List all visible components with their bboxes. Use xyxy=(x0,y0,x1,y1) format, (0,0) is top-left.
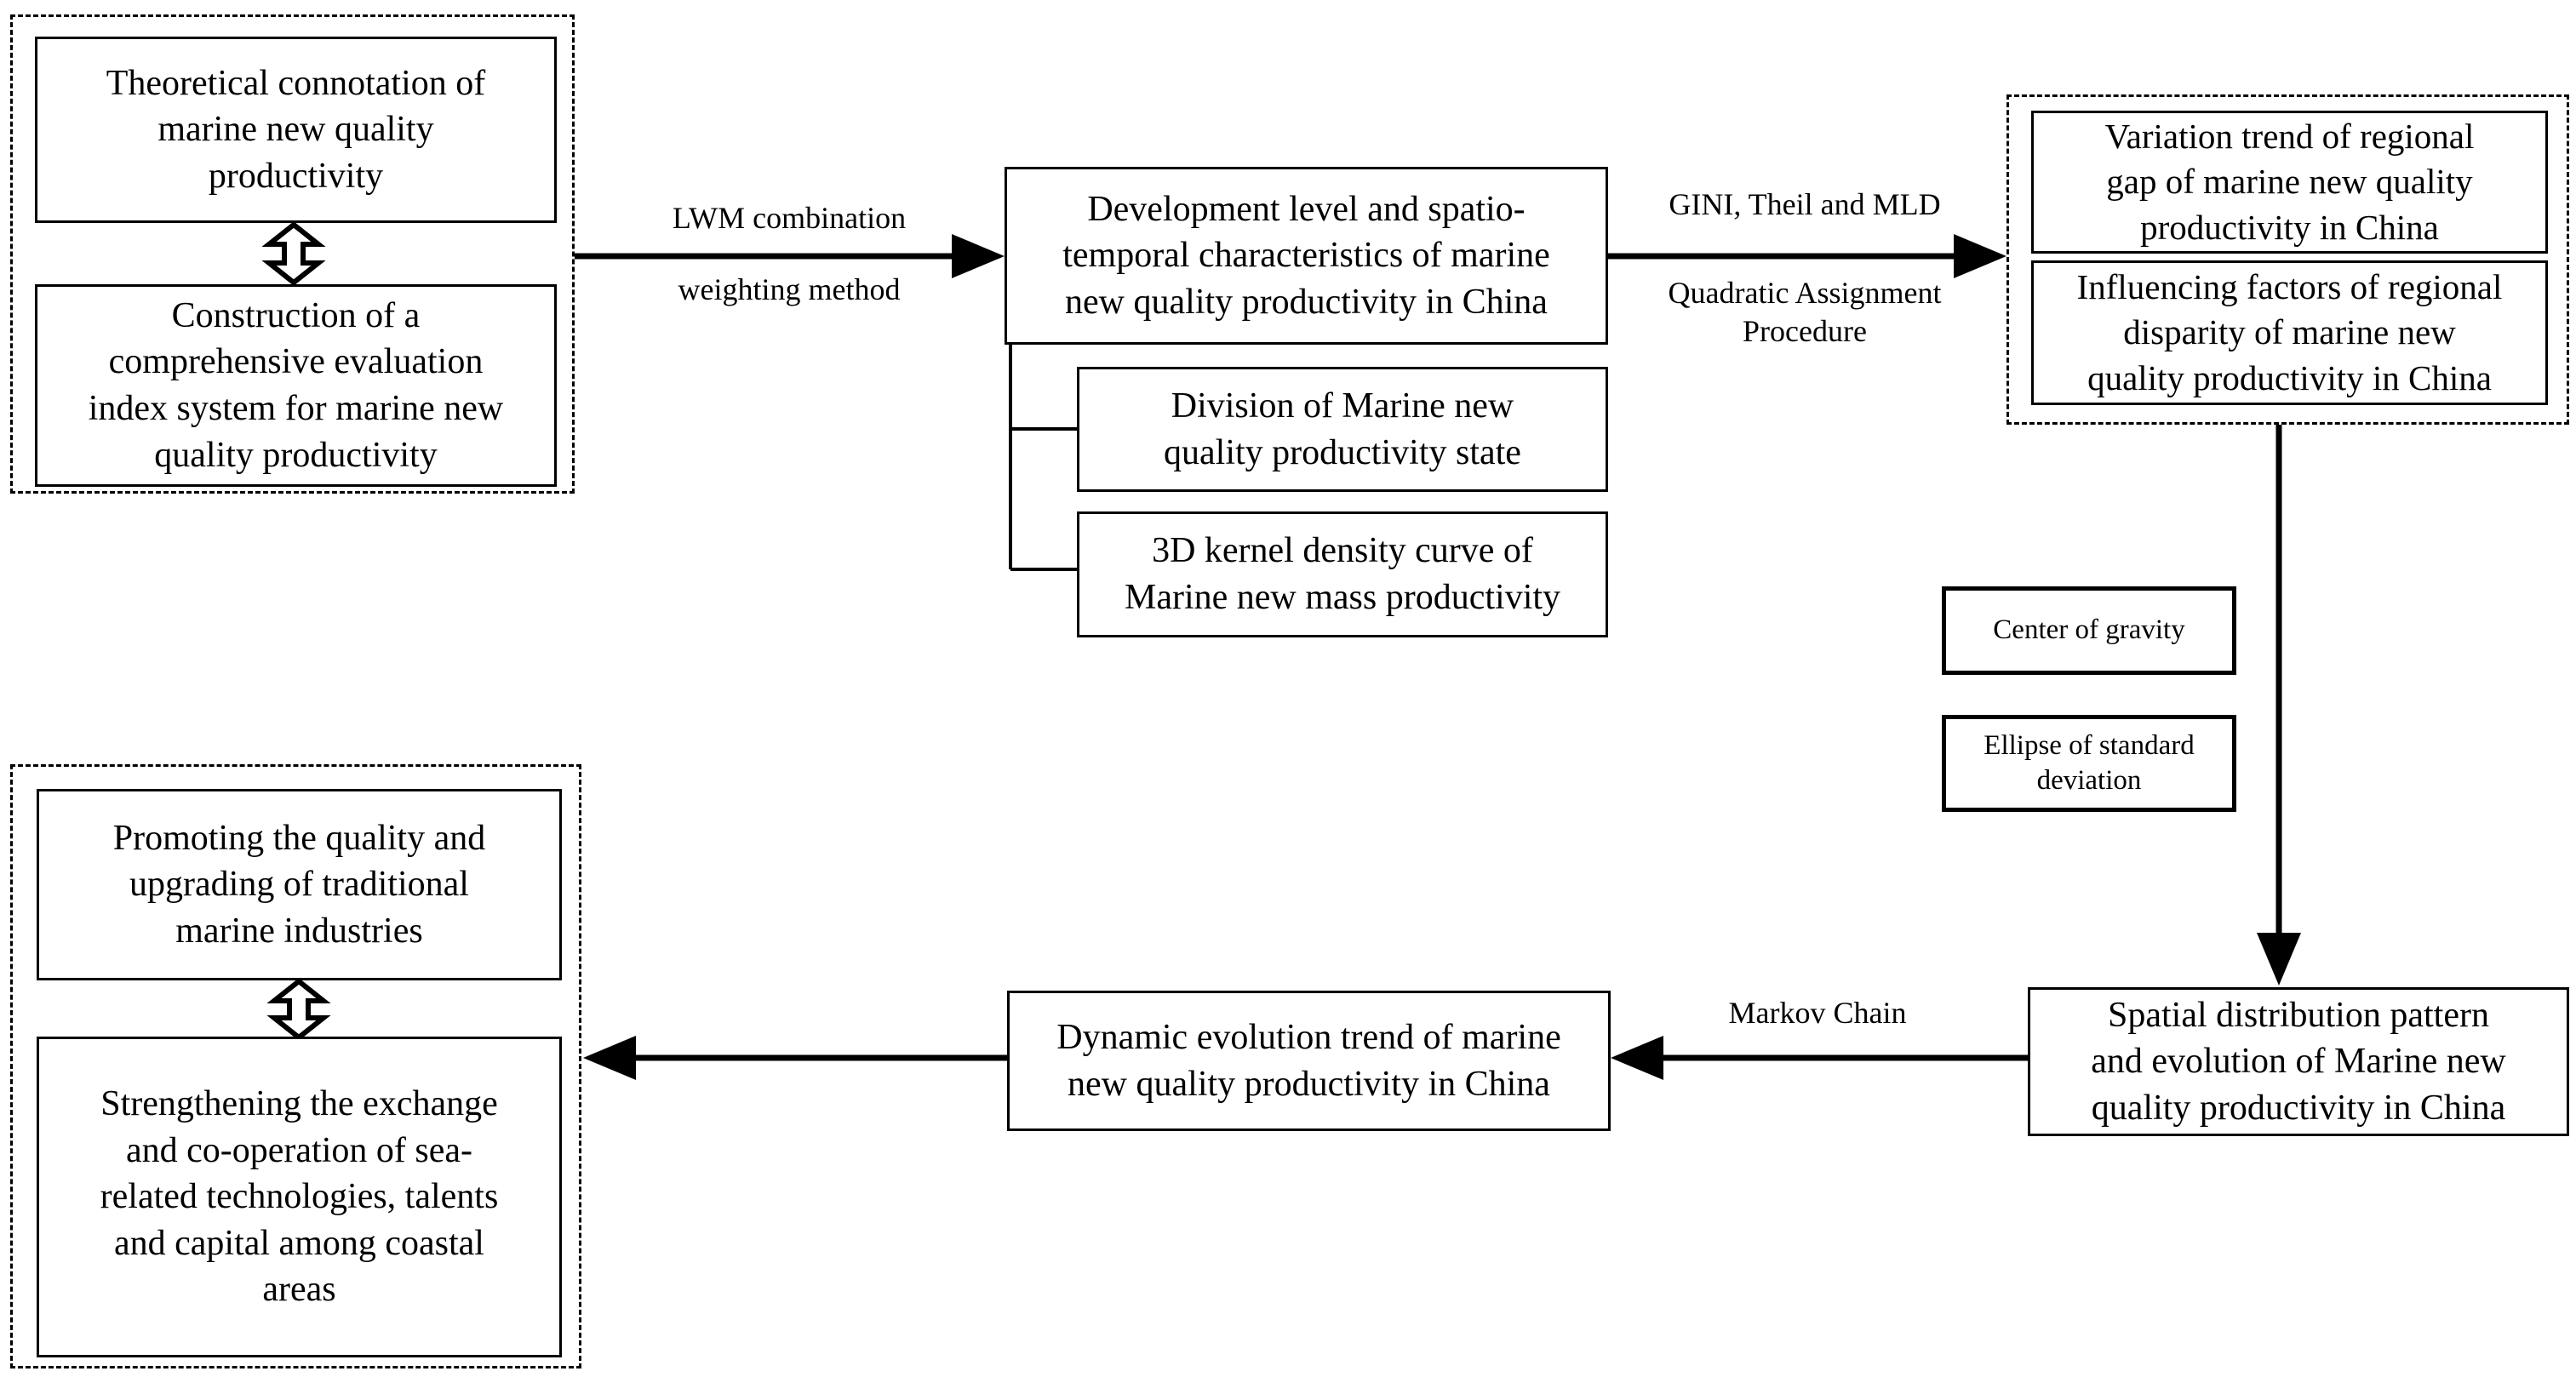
edge-label-qap: Quadratic Assignment Procedure xyxy=(1668,276,1942,348)
node-development-level-text: Development level and spatio- temporal c… xyxy=(1062,189,1550,322)
group-theory xyxy=(10,14,575,494)
node-promoting-quality: Promoting the quality and upgrading of t… xyxy=(37,789,562,980)
group-policy xyxy=(10,764,581,1368)
node-spatial-distribution-text: Spatial distribution pattern and evoluti… xyxy=(2091,995,2506,1128)
node-center-of-gravity: Center of gravity xyxy=(1942,586,2236,675)
node-development-level: Development level and spatio- temporal c… xyxy=(1005,167,1608,345)
node-theoretical-connotation: Theoretical connotation of marine new qu… xyxy=(35,37,557,223)
edge-label-lwm-bottom: weighting method xyxy=(678,272,901,306)
node-center-of-gravity-text: Center of gravity xyxy=(1993,614,2185,646)
arrow-to-policy-head xyxy=(583,1036,636,1080)
node-division-state-text: Division of Marine new quality productiv… xyxy=(1164,386,1521,472)
node-variation-trend: Variation trend of regional gap of marin… xyxy=(2031,111,2548,254)
node-ellipse-std-deviation-text: Ellipse of standard deviation xyxy=(1984,729,2195,796)
edge-label-markov: Markov Chain xyxy=(1728,996,1907,1030)
node-variation-trend-text: Variation trend of regional gap of marin… xyxy=(2104,117,2475,247)
node-kernel-density: 3D kernel density curve of Marine new ma… xyxy=(1077,511,1608,637)
arrow-down-head xyxy=(2257,933,2301,986)
edge-label-gini: GINI, Theil and MLD xyxy=(1669,187,1941,221)
node-influencing-factors: Influencing factors of regional disparit… xyxy=(2031,260,2548,405)
arrow-gini-head xyxy=(1954,234,2006,278)
connector-subboxes xyxy=(1009,345,1077,571)
node-division-state: Division of Marine new quality productiv… xyxy=(1077,367,1608,492)
arrow-lwm-head xyxy=(952,234,1005,278)
node-influencing-factors-text: Influencing factors of regional disparit… xyxy=(2076,267,2503,397)
group-regional-gap xyxy=(2006,94,2569,425)
arrow-markov-head xyxy=(1611,1036,1663,1080)
node-strengthening-exchange-text: Strengthening the exchange and co-operat… xyxy=(100,1084,499,1310)
node-strengthening-exchange: Strengthening the exchange and co-operat… xyxy=(37,1037,562,1357)
node-evaluation-index-system-text: Construction of a comprehensive evaluati… xyxy=(88,295,504,475)
node-dynamic-evolution-text: Dynamic evolution trend of marine new qu… xyxy=(1056,1017,1561,1104)
edge-label-lwm-top: LWM combination xyxy=(672,201,907,235)
node-spatial-distribution: Spatial distribution pattern and evoluti… xyxy=(2028,987,2569,1136)
double-arrow-theory-icon xyxy=(261,221,326,286)
node-kernel-density-text: 3D kernel density curve of Marine new ma… xyxy=(1124,531,1561,617)
node-promoting-quality-text: Promoting the quality and upgrading of t… xyxy=(112,818,486,951)
node-evaluation-index-system: Construction of a comprehensive evaluati… xyxy=(35,284,557,487)
node-theoretical-connotation-text: Theoretical connotation of marine new qu… xyxy=(106,63,486,196)
node-ellipse-std-deviation: Ellipse of standard deviation xyxy=(1942,715,2236,812)
node-dynamic-evolution: Dynamic evolution trend of marine new qu… xyxy=(1007,991,1611,1131)
